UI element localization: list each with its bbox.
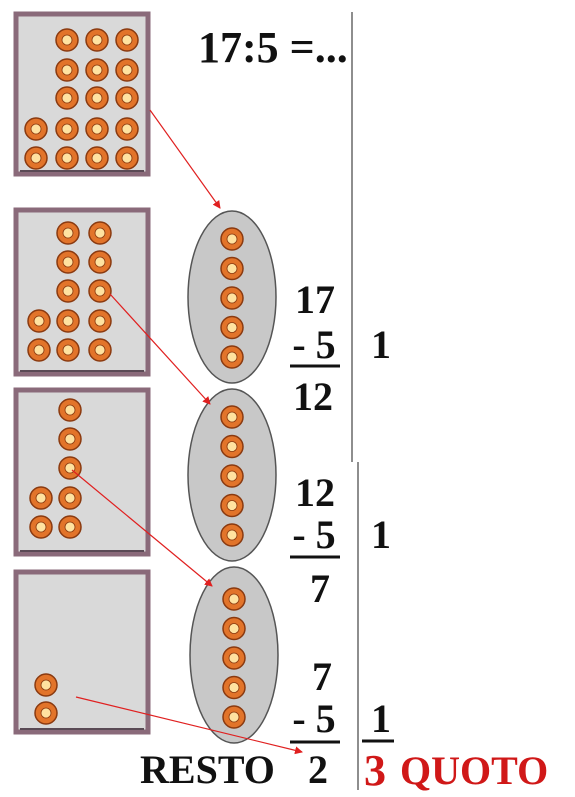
step-3-dividend: 7	[312, 654, 332, 699]
step-1-dividend: 17	[295, 277, 335, 322]
counter-ring	[56, 279, 80, 303]
step-1-subtrahend: - 5	[292, 322, 335, 367]
counter-ring	[58, 456, 82, 480]
counter-ring	[34, 673, 58, 697]
quotient-value: 3	[364, 746, 386, 795]
group-counter-ring	[220, 464, 244, 488]
step-2-dividend: 12	[295, 470, 335, 515]
arrow-1	[149, 109, 221, 209]
counter-ring	[34, 701, 58, 725]
counter-rings	[24, 28, 246, 729]
remainder-label: RESTO	[140, 747, 275, 792]
counter-ring	[85, 117, 109, 141]
counter-ring	[85, 58, 109, 82]
group-counter-ring	[222, 587, 246, 611]
counter-ring	[55, 117, 79, 141]
group-counter-ring	[220, 315, 244, 340]
arrow-2	[109, 293, 211, 405]
step-3-remainder: 2	[308, 747, 328, 792]
group-counter-ring	[220, 493, 244, 518]
counter-ring	[55, 146, 79, 170]
counter-ring	[55, 28, 79, 52]
counter-ring	[29, 515, 53, 539]
counter-ring	[85, 86, 109, 110]
counter-ring	[88, 250, 112, 274]
counter-ring	[85, 146, 109, 170]
counter-ring	[115, 86, 139, 110]
counter-ring	[88, 338, 112, 362]
counter-ring	[55, 58, 79, 82]
counter-ring	[88, 221, 112, 245]
counter-ring	[56, 250, 80, 274]
counter-ring	[85, 28, 109, 52]
counter-ring	[58, 398, 82, 422]
step-2-quotient-digit: 1	[371, 512, 391, 557]
arrow-4	[75, 696, 303, 755]
counter-ring	[115, 28, 139, 52]
group-counter-ring	[220, 405, 244, 429]
step-3-quotient-digit: 1	[371, 696, 391, 741]
group-counter-ring	[220, 434, 244, 459]
counter-ring	[115, 146, 139, 170]
counter-ring	[27, 309, 51, 333]
step-1-quotient-digit: 1	[371, 322, 391, 367]
counter-ring	[115, 117, 139, 141]
group-counter-ring	[222, 616, 246, 641]
step-3-subtrahend: - 5	[292, 696, 335, 741]
counter-ring	[56, 221, 80, 245]
step-2-subtrahend: - 5	[292, 512, 335, 557]
counter-ring	[24, 146, 48, 170]
counter-ring	[56, 309, 80, 333]
group-counter-ring	[220, 523, 244, 547]
division-title: 17:5 =...	[198, 23, 348, 72]
counter-ring	[88, 279, 112, 303]
counter-ring	[55, 86, 79, 110]
step-2-result: 7	[310, 566, 330, 611]
counter-ring	[58, 515, 82, 539]
counter-box-2	[13, 207, 151, 377]
arrow-3	[71, 469, 213, 587]
group-counter-ring	[222, 705, 246, 729]
group-counter-ring	[220, 345, 244, 369]
counter-ring	[58, 427, 82, 451]
group-counter-ring	[220, 286, 244, 310]
quotient-label: QUOTO	[400, 748, 548, 793]
counter-ring	[27, 338, 51, 362]
group-counter-ring	[220, 256, 244, 281]
step-1-result: 12	[293, 374, 333, 419]
counter-ring	[115, 58, 139, 82]
group-counter-ring	[222, 646, 246, 670]
counter-ring	[24, 117, 48, 141]
counter-ring	[29, 486, 53, 510]
counter-ring	[88, 309, 112, 333]
counter-ring	[58, 486, 82, 510]
group-counter-ring	[222, 675, 246, 700]
group-counter-ring	[220, 227, 244, 251]
counter-ring	[56, 338, 80, 362]
